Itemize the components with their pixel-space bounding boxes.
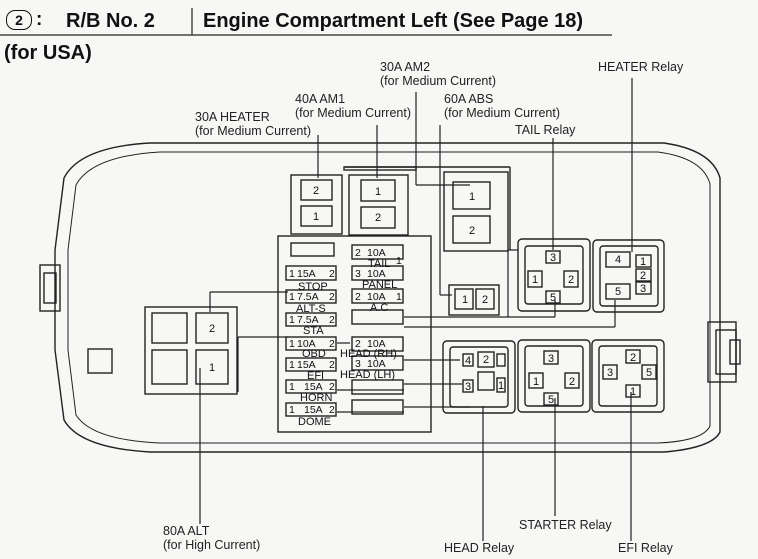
fuse-label: 2 [209,323,215,335]
fuse-label: 2 [568,274,574,286]
fuse-label: 1 [313,211,319,223]
fuse-label: 2 [329,359,335,371]
fuse-label: 2 [355,291,361,303]
alt-fuse-callout: 80A ALT(for High Current) [163,524,261,552]
fuse-label: 5 [615,286,621,298]
am2-fuse-callout: 30A AM2(for Medium Current) [380,60,496,88]
fuse-label: 2 [355,338,361,350]
fuse-label: 15A [304,381,323,393]
fuse-label: 3 [355,268,361,280]
fuse-label: STOP [298,281,328,293]
abs-fuse-callout: 60A ABS(for Medium Current) [444,92,560,120]
fuse-label: 1 [396,291,402,303]
fuse-label: 4 [615,254,621,266]
fuse-label: EFI [307,370,324,382]
fuse-label: PANEL [362,279,397,291]
fuse-label: 10A [367,338,386,350]
fuse-label: 2 [469,225,475,237]
fuse-label: 10A [367,358,386,370]
fuse-label: 10A [367,247,386,259]
fuse-label: 15A [304,404,323,416]
fuse-label: TAIL [368,258,390,270]
fuse-label: 1 [532,274,538,286]
fuse-label: 1 [289,314,295,326]
fuse-label: 10A [367,268,386,280]
fuse-label: 10A [297,338,316,350]
fuse-label: 1 [396,255,402,267]
fuse-label: 3 [640,283,646,295]
fuse-label: 1 [640,256,646,268]
efi-relay-callout: EFI Relay [618,541,673,555]
header-separator: : [36,9,43,30]
fuse-label: 1 [209,362,215,374]
head-relay-callout: HEAD Relay [444,541,515,555]
fuse-label: 3 [355,358,361,370]
relay-block-label: R/B No. 2 [66,10,155,32]
fuse-label: OBD [302,348,326,360]
fuse-label: 1 [289,404,295,416]
fuse-label: 3 [550,252,556,264]
starter-relay-callout: STARTER Relay [519,518,612,532]
fuse-label: ALT-S [296,303,326,315]
fuse-label: 2 [630,352,636,364]
fuse-label: 15A [297,359,316,371]
fuse-label: 1 [289,381,295,393]
fuse-label: 1 [498,380,504,392]
fuse-label: HORN [300,392,332,404]
fuse-label: 1 [533,376,539,388]
fuse-label: 2 [355,247,361,259]
fuse-label: 3 [465,381,471,393]
fuse-label: 1 [289,291,295,303]
fuse-label: 1 [289,338,295,350]
fuse-label: 2 [329,381,335,393]
fuse-label: 7.5A [297,314,319,326]
tail-relay-callout: TAIL Relay [515,123,576,137]
fuse-label: HEAD (RH) [340,348,397,360]
fuse-label: 3 [607,367,613,379]
fuse-label: 2 [329,338,335,350]
fuse-label: 2 [329,314,335,326]
fuse-label: 5 [646,367,652,379]
fuse-label: STA [303,325,324,337]
fuse-label: 1 [462,294,468,306]
fuse-label: 1 [630,386,636,398]
fuse-label: 2 [375,212,381,224]
fuse-label: 1 [289,359,295,371]
fuse-label: HEAD (LH) [340,369,395,381]
fuse-label: DOME [298,416,331,428]
fuse-label: 4 [465,355,471,367]
fuse-label: 2 [482,294,488,306]
fuse-label: 3 [548,353,554,365]
am1-fuse-callout: 40A AM1(for Medium Current) [295,92,411,120]
fuse-label: 1 [469,191,475,203]
fuse-label: 2 [640,270,646,282]
region-label: (for USA) [4,42,92,64]
housing-outline [54,142,721,453]
page-title: Engine Compartment Left (See Page 18) [203,10,584,32]
fuse-label: 1 [375,186,381,198]
fuse-label: A.C [370,302,388,314]
heater-relay-callout: HEATER Relay [598,60,684,74]
fuse-label: 2 [569,376,575,388]
fuse-label: 10A [367,291,386,303]
fuse-label: 7.5A [297,291,319,303]
fuse-label: 2 [329,291,335,303]
fuse-label: 5 [548,394,554,406]
heater-fuse-callout: 30A HEATER(for Medium Current) [195,110,311,138]
fuse-label: 2 [483,354,489,366]
diagram-header: 2: R/B No. 2 Engine Compartment Left (Se… [0,0,758,36]
fuse-label: 2 [313,185,319,197]
circle-number: 2 [6,9,32,30]
fuse-label: 1 [289,268,295,280]
fuse-label: 15A [297,268,316,280]
header-number: 2: [6,9,42,31]
fuse-label: 2 [329,268,335,280]
fuse-label: 2 [329,404,335,416]
fuse-label: 5 [550,292,556,304]
